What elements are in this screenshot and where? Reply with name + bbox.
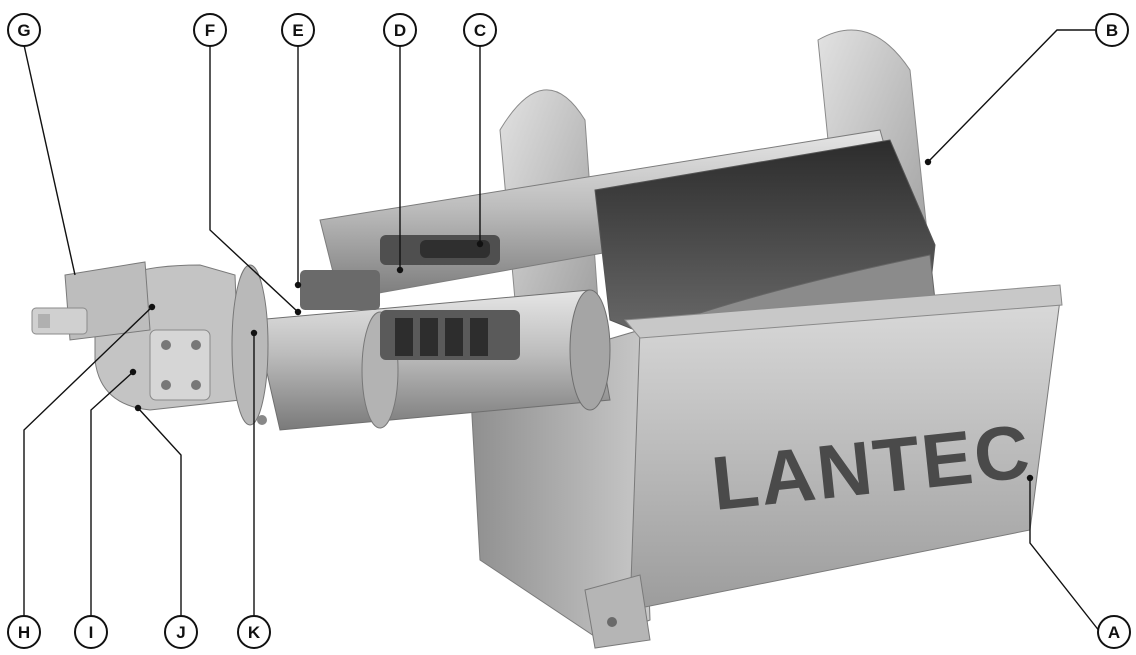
leader-line-h	[23, 306, 153, 632]
callout-b-label: B	[1106, 21, 1118, 40]
base-top-rail	[623, 284, 1063, 339]
callout-c: C	[463, 13, 497, 47]
dot-j	[134, 404, 142, 412]
dot-i	[129, 368, 137, 376]
callout-d-label: D	[394, 21, 406, 40]
leader-line-a	[1029, 478, 1101, 633]
callout-f-label: F	[205, 21, 215, 40]
dot-e	[294, 281, 302, 289]
callout-j-label: J	[176, 623, 185, 642]
winch-illustration	[31, 29, 1063, 649]
dot-k	[250, 329, 258, 337]
foot-bolt-hole	[607, 617, 617, 627]
gearbox-end-ring	[569, 289, 611, 411]
leader-line-f	[209, 45, 299, 313]
leader-line-j	[137, 407, 182, 632]
callout-c-label: C	[474, 21, 486, 40]
callout-b: B	[1095, 13, 1129, 47]
motor-port-block	[149, 329, 211, 401]
callout-f: F	[193, 13, 227, 47]
base-foot	[584, 574, 651, 649]
callout-i-label: I	[89, 623, 94, 642]
callout-a-label: A	[1108, 623, 1120, 642]
callout-a: A	[1097, 615, 1131, 649]
callout-d: D	[383, 13, 417, 47]
dot-b	[924, 158, 932, 166]
callout-h: H	[7, 615, 41, 649]
dot-c	[476, 240, 484, 248]
planetary-gears	[300, 235, 520, 360]
callout-k-label: K	[248, 623, 261, 642]
callout-j: J	[164, 615, 198, 649]
dot-a	[1026, 474, 1034, 482]
callout-e: E	[281, 13, 315, 47]
leader-line-g	[23, 44, 76, 276]
callout-e-label: E	[292, 21, 303, 40]
callouts: G F E D C B H I	[7, 13, 1131, 649]
callout-g-label: G	[17, 21, 30, 40]
leader-dots	[129, 158, 1034, 482]
leader-lines	[23, 29, 1101, 633]
leader-line-b	[927, 29, 1095, 163]
dot-f	[294, 308, 302, 316]
dot-d	[396, 266, 404, 274]
callout-g: G	[7, 13, 41, 47]
callout-i: I	[74, 615, 108, 649]
callout-k: K	[237, 615, 271, 649]
dot-h	[148, 303, 156, 311]
callout-h-label: H	[18, 623, 30, 642]
leader-line-i	[90, 371, 134, 632]
adaptor-ring	[231, 264, 269, 426]
